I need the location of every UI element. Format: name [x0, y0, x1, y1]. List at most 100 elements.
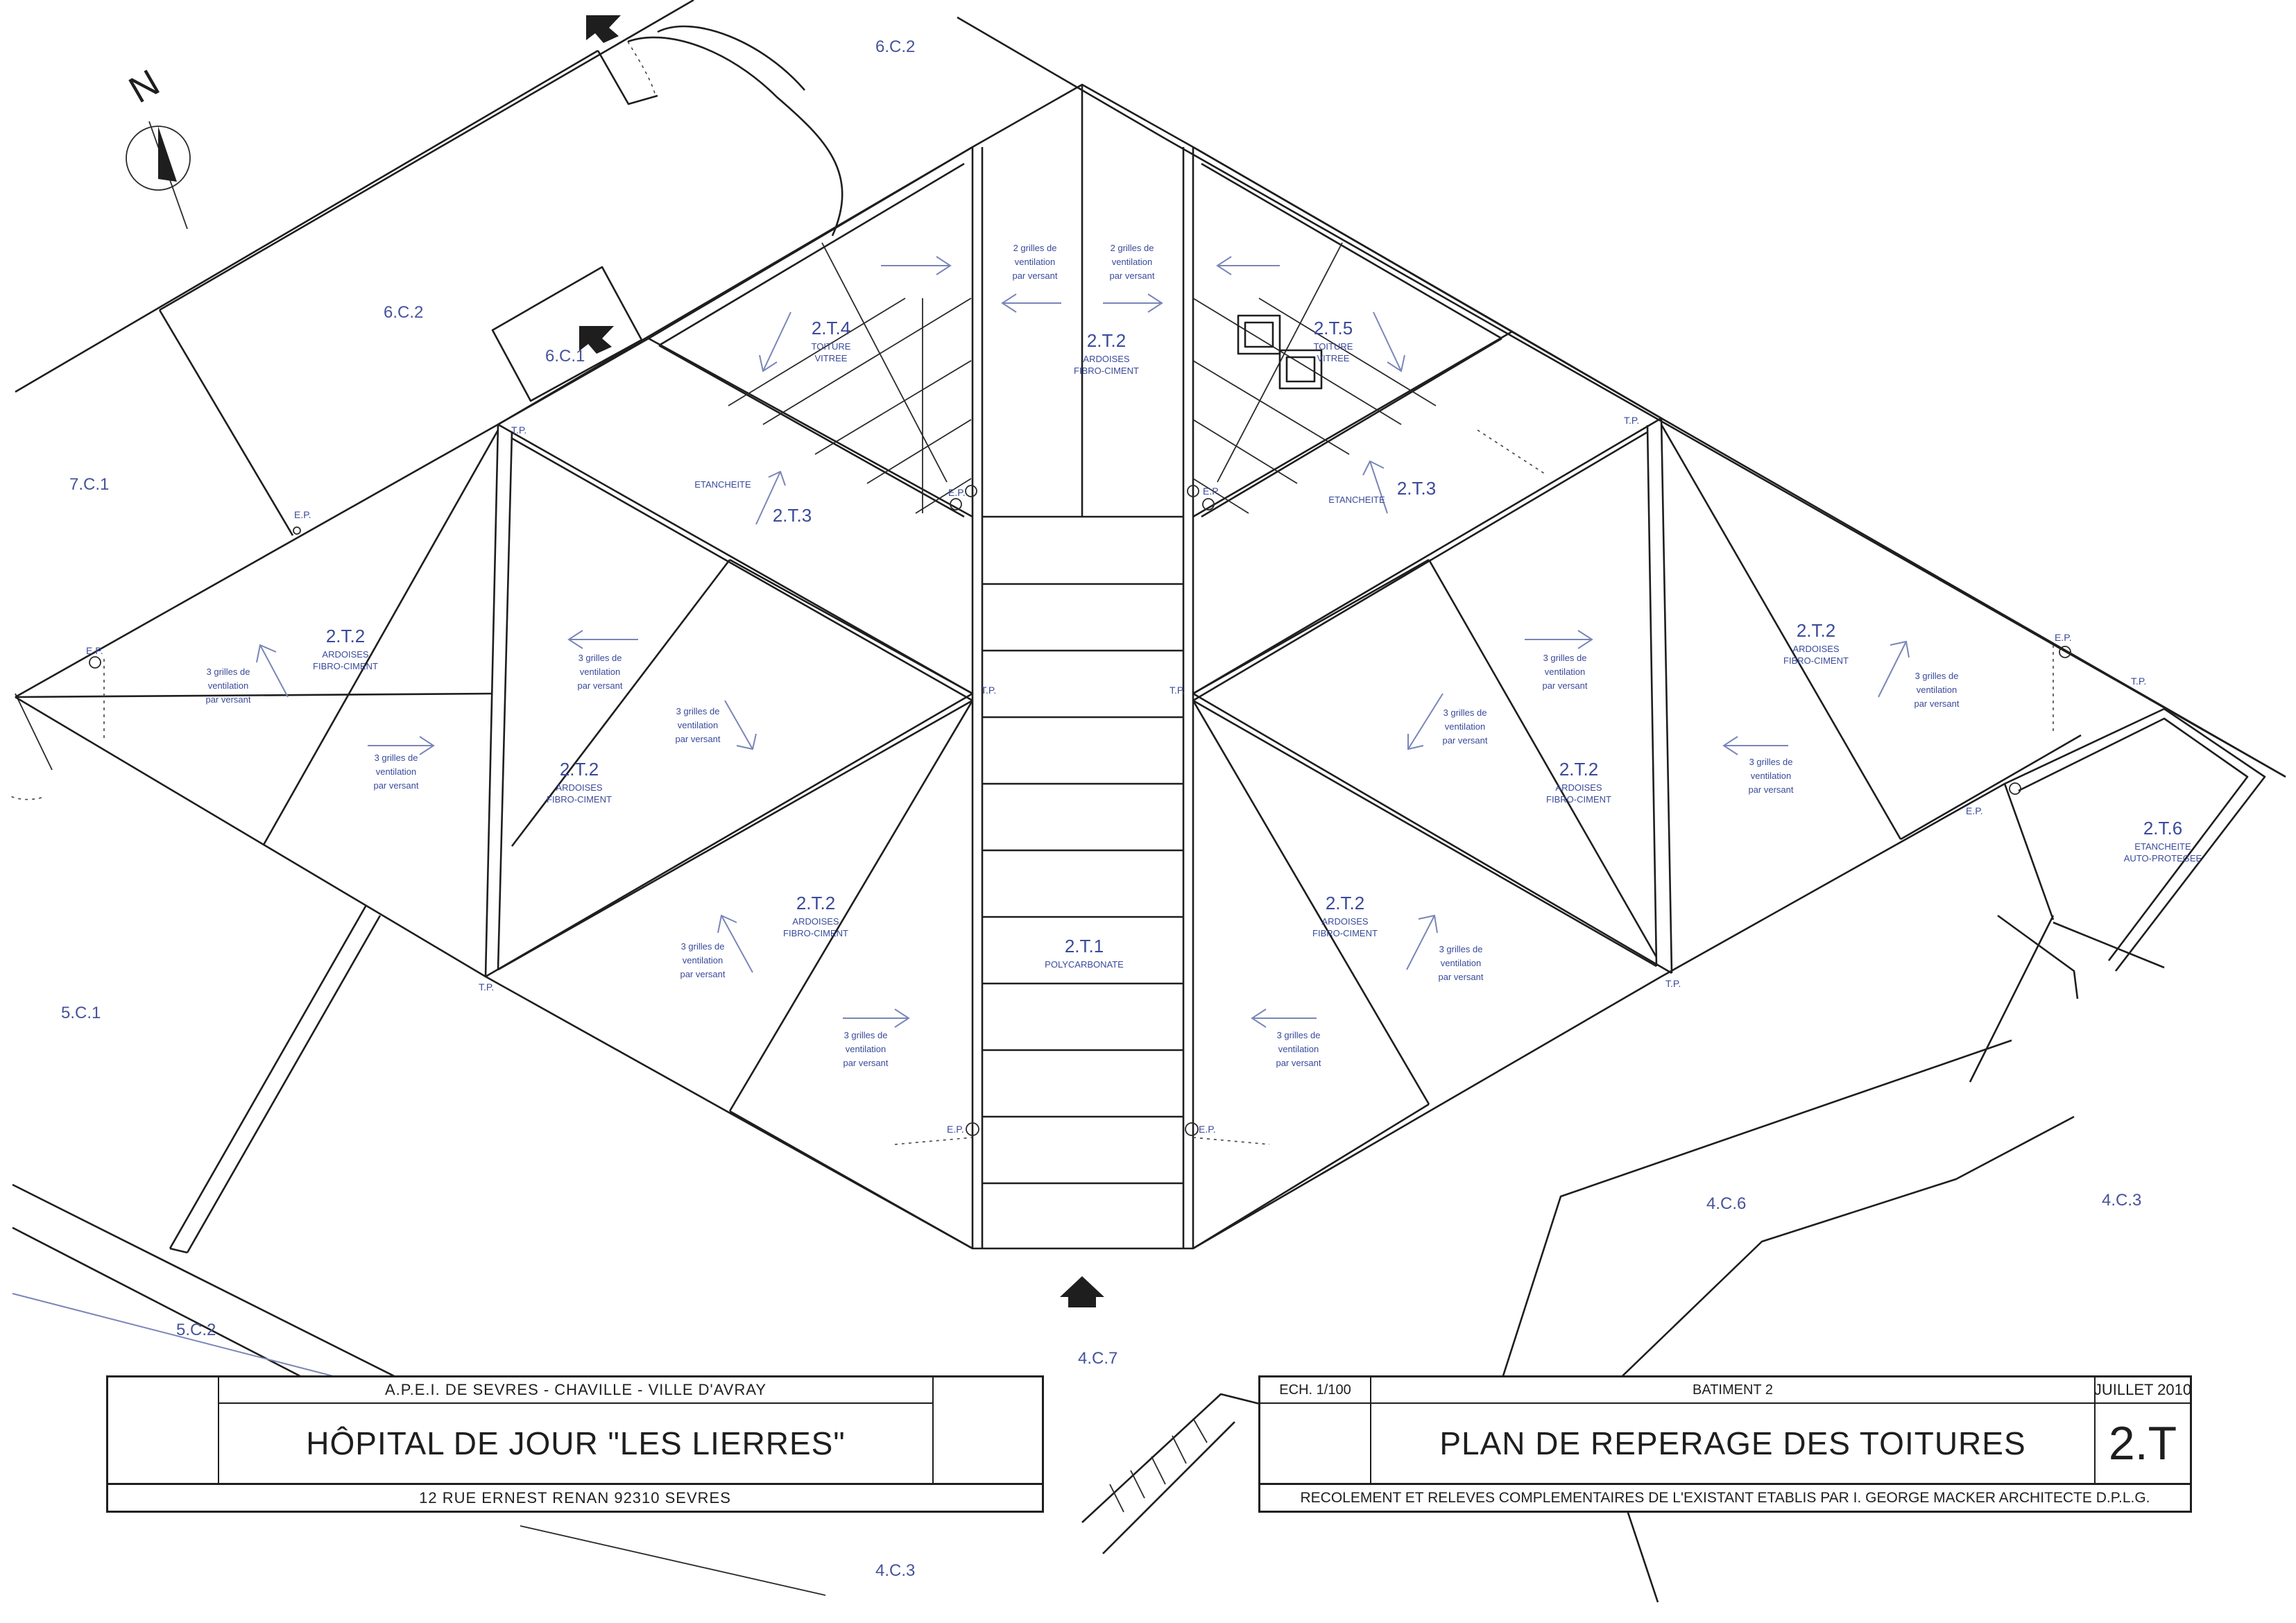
- ventilation-note: 3 grilles de: [844, 1030, 888, 1040]
- roof-material: ETANCHEITE: [694, 479, 751, 490]
- roof-material: FIBRO-CIMENT: [1783, 655, 1849, 666]
- ventilation-note: ventilation: [683, 955, 723, 965]
- ep-mark: E.P.: [294, 509, 311, 520]
- ventilation-note: par versant: [1012, 270, 1057, 281]
- drawing-code: 2.T: [2108, 1417, 2177, 1470]
- roof-code: 2.T.2: [1087, 330, 1126, 351]
- ventilation-note: par versant: [675, 734, 720, 744]
- pipe-labels: T.P.T.P.T.P.T.P.T.P.T.P.T.P.E.P.E.P.E.P.…: [86, 415, 2146, 1135]
- ventilation-note: 3 grilles de: [579, 653, 622, 663]
- zone-labels: 6.C.26.C.26.C.17.C.15.C.15.C.24.C.74.C.6…: [61, 37, 2141, 1580]
- building-2-roofs: [15, 83, 2286, 1250]
- drawing-footer: RECOLEMENT ET RELEVES COMPLEMENTAIRES DE…: [1260, 1483, 2190, 1511]
- zone-label: 5.C.1: [61, 1004, 101, 1022]
- glazed-roof-grids: [648, 146, 1513, 518]
- scale: ECH. 1/100: [1260, 1377, 1371, 1404]
- drawing-title: PLAN DE REPERAGE DES TOITURES: [1371, 1404, 2096, 1483]
- roof-material: FIBRO-CIMENT: [547, 794, 612, 805]
- ventilation-note: ventilation: [1278, 1044, 1319, 1054]
- north-label: N: [122, 62, 166, 111]
- roof-material: FIBRO-CIMENT: [1546, 794, 1611, 805]
- ventilation-note: 3 grilles de: [375, 753, 418, 763]
- north-arrow: N: [122, 62, 191, 230]
- ventilation-note: 3 grilles de: [681, 941, 725, 952]
- roof-material: AUTO-PROTEGEE: [2124, 853, 2202, 864]
- rainwater-pipes: [89, 485, 2071, 1136]
- roof-material: ARDOISES: [322, 649, 369, 660]
- ventilation-note: par versant: [373, 780, 418, 791]
- logo-box: [108, 1377, 219, 1483]
- ventilation-note: par versant: [1442, 735, 1487, 746]
- ventilation-note: ventilation: [1445, 721, 1486, 732]
- ventilation-note: ventilation: [1751, 771, 1792, 781]
- roof-code: 2.T.2: [1559, 759, 1598, 780]
- zone-label: 7.C.1: [69, 475, 109, 494]
- roof-material: FIBRO-CIMENT: [313, 661, 378, 671]
- client-name: A.P.E.I. DE SEVRES - CHAVILLE - VILLE D'…: [219, 1377, 932, 1404]
- tp-mark: T.P.: [1624, 415, 1639, 426]
- roof-material: VITREE: [815, 353, 848, 363]
- roof-material: ARDOISES: [556, 782, 603, 793]
- ventilation-note: par versant: [1438, 972, 1483, 982]
- roof-code: 2.T.2: [1797, 620, 1835, 641]
- ventilation-note: 2 grilles de: [1013, 243, 1057, 253]
- roof-material: ARDOISES: [1792, 644, 1840, 654]
- zone-label: 6.C.2: [384, 303, 423, 322]
- entrance-arrow-block: [579, 326, 614, 354]
- tp-mark: T.P.: [479, 981, 494, 993]
- roof-material: ARDOISES: [1555, 782, 1602, 793]
- tp-mark: T.P.: [1665, 978, 1681, 989]
- ventilation-note: par versant: [1109, 270, 1154, 281]
- zone-label: 4.C.7: [1078, 1349, 1117, 1368]
- roof-material: ARDOISES: [1321, 916, 1369, 927]
- tp-mark: T.P.: [511, 424, 526, 436]
- roof-code: 2.T.5: [1314, 318, 1353, 338]
- cartouche-left: A.P.E.I. DE SEVRES - CHAVILLE - VILLE D'…: [106, 1375, 1044, 1513]
- stamp-box: [932, 1377, 1042, 1483]
- blank-cell: [1260, 1404, 1371, 1483]
- ventilation-note: par versant: [680, 969, 725, 979]
- roof-material: TOITURE: [1314, 341, 1353, 352]
- zone-label: 4.C.6: [1706, 1194, 1746, 1213]
- tp-mark: T.P.: [981, 685, 996, 696]
- roof-code: 2.T.4: [812, 318, 850, 338]
- ventilation-note: par versant: [1276, 1058, 1321, 1068]
- ventilation-note: 3 grilles de: [1915, 671, 1959, 681]
- ventilation-note: ventilation: [1545, 667, 1586, 677]
- ep-mark: E.P.: [947, 1124, 964, 1135]
- entrance-arrow-top: [586, 15, 621, 43]
- roof-material: ARDOISES: [792, 916, 839, 927]
- ventilation-note: ventilation: [1015, 257, 1056, 267]
- roof-material: ETANCHEITE: [1328, 495, 1385, 505]
- ep-mark: E.P.: [2055, 632, 2072, 643]
- roof-material: FIBRO-CIMENT: [783, 928, 848, 938]
- zone-label: 6.C.1: [545, 347, 585, 366]
- roof-code: 2.T.1: [1065, 936, 1104, 956]
- zone-label: 5.C.2: [176, 1321, 216, 1339]
- roof-material: ETANCHEITE: [2134, 841, 2191, 852]
- date: JUILLET 2010: [2094, 1377, 2191, 1404]
- roof-code: 2.T.2: [1326, 893, 1364, 913]
- building: BATIMENT 2: [1371, 1377, 2096, 1404]
- ventilation-note: 3 grilles de: [207, 667, 250, 677]
- roof-code: 2.T.2: [796, 893, 835, 913]
- ventilation-note: 3 grilles de: [1277, 1030, 1321, 1040]
- ventilation-note: ventilation: [678, 720, 719, 730]
- ventilation-note: ventilation: [1441, 958, 1482, 968]
- roof-code: 2.T.2: [326, 626, 365, 646]
- roof-material: VITREE: [1317, 353, 1350, 363]
- ventilation-note: par versant: [843, 1058, 888, 1068]
- project-address: 12 RUE ERNEST RENAN 92310 SEVRES: [108, 1483, 1042, 1511]
- entrance-arrows: [579, 15, 1104, 1307]
- roof-material: FIBRO-CIMENT: [1312, 928, 1378, 938]
- ventilation-note: ventilation: [580, 667, 621, 677]
- entrance-arrow-bottom: [1060, 1276, 1104, 1307]
- ventilation-note: 3 grilles de: [1439, 944, 1483, 954]
- roof-material: ARDOISES: [1083, 354, 1130, 364]
- ep-mark: E.P.: [1203, 486, 1220, 497]
- roof-code: 2.T.2: [560, 759, 599, 780]
- ventilation-labels: 2 grilles de ventilation par versant 2 gril…: [205, 243, 1959, 1068]
- ventilation-note: ventilation: [376, 766, 417, 777]
- ventilation-note: 2 grilles de: [1111, 243, 1154, 253]
